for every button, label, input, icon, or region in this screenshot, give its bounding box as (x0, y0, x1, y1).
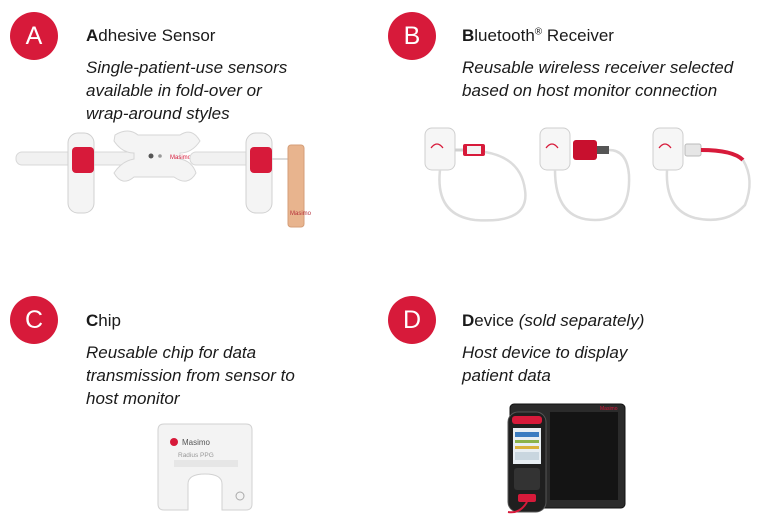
desc-c-line-3: host monitor (86, 389, 180, 408)
desc-b-line-2: based on host monitor connection (462, 81, 718, 100)
title-a-initial: A (86, 26, 99, 45)
title-c-initial: C (86, 311, 99, 330)
desc-c-line-2: transmission from sensor to (86, 366, 295, 385)
device-logo-text: Masimo (600, 406, 618, 412)
chip-logo-text: Masimo (182, 438, 211, 447)
receiver-1 (424, 127, 527, 222)
desc-d-line-1: Host device to display (462, 343, 628, 362)
sensor-logo-text-2: Masimo (290, 211, 312, 217)
desc-chip: Reusable chip for data transmission from… (86, 341, 295, 410)
desc-a-line-1: Single-patient-use sensors (86, 58, 288, 77)
title-b-mark: ® (534, 26, 543, 38)
receiver-2 (539, 127, 631, 222)
badge-a: A (10, 12, 58, 60)
adhesive-sensor-image: Masimo Masimo (15, 130, 312, 228)
badge-c-letter: C (24, 305, 44, 334)
badge-b: B (388, 12, 436, 60)
title-d-initial: D (462, 311, 475, 330)
title-b-initial: B (462, 26, 475, 45)
title-adhesive-sensor: Adhesive Sensor (86, 26, 215, 46)
title-b-rest: luetooth (474, 26, 535, 45)
sensor-logo-text-1: Masimo (170, 155, 192, 161)
desc-a-line-3: wrap-around styles (86, 104, 230, 123)
desc-d-line-2: patient data (462, 366, 551, 385)
title-device: Device (sold separately) (462, 311, 644, 331)
title-c-rest: hip (98, 311, 121, 330)
desc-adhesive-sensor: Single-patient-use sensors available in … (86, 56, 287, 125)
chip-image: Masimo Radius PPG (157, 423, 253, 511)
badge-a-letter: A (25, 21, 43, 50)
badge-c: C (10, 296, 58, 344)
title-d-rest: evice (474, 311, 519, 330)
title-bluetooth-receiver: Bluetooth® Receiver (462, 26, 614, 46)
badge-d-letter: D (402, 305, 422, 334)
desc-b-line-1: Reusable wireless receiver selected (462, 58, 734, 77)
chip-product-text: Radius PPG (178, 452, 214, 459)
title-b-rest2: Receiver (542, 26, 614, 45)
badge-d: D (388, 296, 436, 344)
host-device-image: Masimo (507, 403, 626, 514)
desc-a-line-2: available in fold-over or (86, 81, 262, 100)
desc-c-line-1: Reusable chip for data (86, 343, 257, 362)
desc-device: Host device to display patient data (462, 341, 627, 387)
receiver-3 (652, 127, 751, 222)
title-chip: Chip (86, 311, 121, 331)
badge-b-letter: B (403, 21, 421, 50)
title-a-rest: dhesive Sensor (98, 26, 216, 45)
bluetooth-receiver-image (424, 127, 751, 222)
desc-bluetooth-receiver: Reusable wireless receiver selected base… (462, 56, 733, 102)
title-d-note: (sold separately) (518, 311, 645, 330)
